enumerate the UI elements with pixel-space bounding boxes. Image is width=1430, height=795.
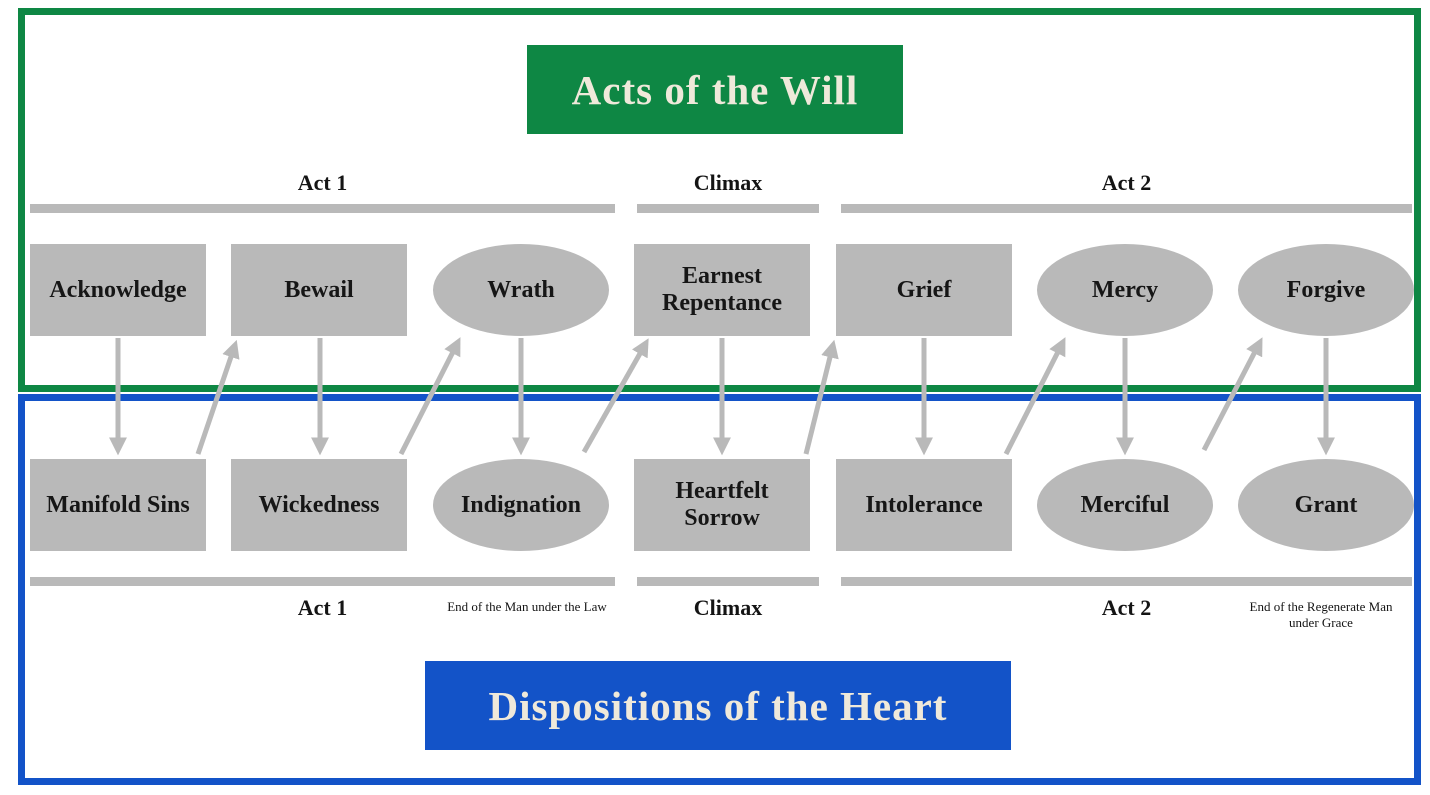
node-indignation: Indignation [433, 459, 609, 551]
arrow-wickedness-to-wrath [398, 337, 461, 456]
top-timeline-bar-climax [637, 204, 819, 213]
node-heartfelt-sorrow: Heartfelt Sorrow [634, 459, 810, 551]
node-grant: Grant [1238, 459, 1414, 551]
node-earnest-repentance: Earnest Repentance [634, 244, 810, 336]
node-bewail: Bewail [231, 244, 407, 336]
top-timeline-bar-act2 [841, 204, 1412, 213]
bottom-timeline-bar-act2 [841, 577, 1412, 586]
arrow-intolerance-to-mercy [1003, 337, 1066, 456]
top-timeline-label-act2: Act 2 [1101, 170, 1152, 195]
node-acknowledge: Acknowledge [30, 244, 206, 336]
node-forgive: Forgive [1238, 244, 1414, 336]
annotation-end-of-regenerate-man: End of the Regenerate Man under Grace [1249, 599, 1393, 630]
node-mercy: Mercy [1037, 244, 1213, 336]
arrow-manifold-sins-to-bewail [195, 339, 240, 455]
bottom-timeline-label-climax: Climax [693, 595, 763, 620]
dispositions-title-banner: Dispositions of the Heart [425, 661, 1011, 750]
bottom-timeline-bar-act1 [30, 577, 615, 586]
bottom-timeline-label-act1: Act 1 [297, 595, 348, 620]
node-intolerance: Intolerance [836, 459, 1012, 551]
annotation-end-of-man-under-law: End of the Man under the Law [447, 599, 607, 614]
arrow-merciful-to-forgive [1201, 337, 1263, 452]
top-timeline-label-climax: Climax [693, 170, 763, 195]
node-wrath: Wrath [433, 244, 609, 336]
node-merciful: Merciful [1037, 459, 1213, 551]
bottom-timeline-label-act2: Act 2 [1101, 595, 1152, 620]
node-grief: Grief [836, 244, 1012, 336]
node-manifold-sins: Manifold Sins [30, 459, 206, 551]
node-wickedness: Wickedness [231, 459, 407, 551]
bottom-timeline-bar-climax [637, 577, 819, 586]
top-timeline-bar-act1 [30, 204, 615, 213]
arrow-heartfelt-sorrow-to-grief [803, 339, 839, 455]
arrow-indignation-to-earnest-repentance [581, 338, 649, 454]
acts-of-will-title-banner: Acts of the Will [527, 45, 903, 134]
top-timeline-label-act1: Act 1 [297, 170, 348, 195]
